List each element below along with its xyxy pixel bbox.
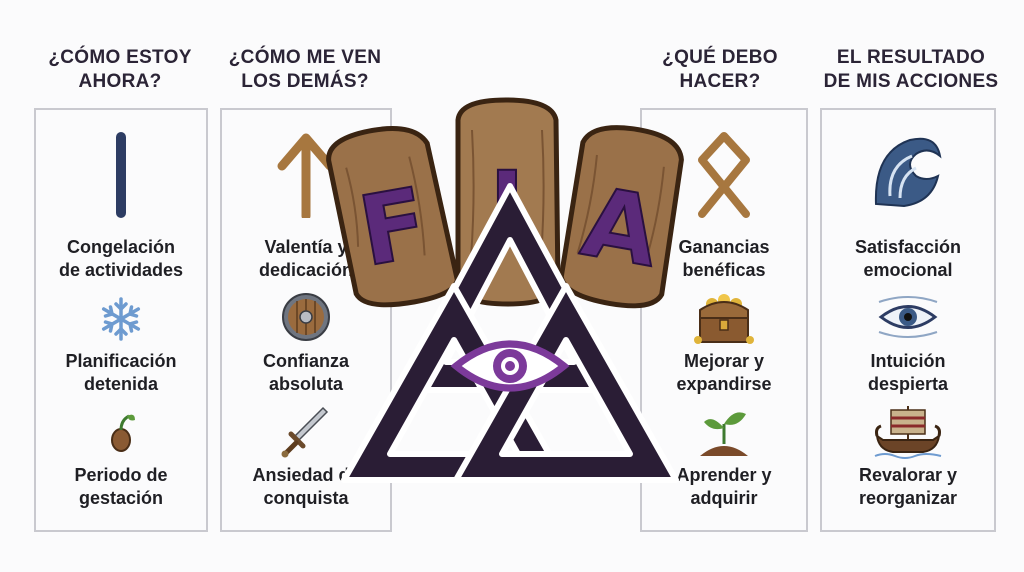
label-line1: Confianza [262, 351, 349, 371]
item-label: Aprender y adquirir [642, 464, 806, 510]
column-2-title-line2: LOS DEMÁS? [241, 71, 369, 92]
item-label: Periodo de gestación [36, 464, 206, 510]
label-line2: absoluta [268, 374, 343, 394]
label-line1: Satisfacción [854, 237, 962, 257]
label-line2: emocional [863, 260, 953, 280]
column-4-box: Satisfacción emocional Intuición despier… [820, 108, 996, 532]
shield-icon [281, 292, 331, 342]
treasure-chest-icon [692, 290, 756, 346]
column-3-title-line2: HACER? [679, 71, 761, 92]
item-label: Ganancias benéficas [642, 236, 806, 282]
item-label: Valentía y dedicación [222, 236, 390, 282]
label-line1: Mejorar y [683, 351, 765, 371]
othala-rune-icon [692, 130, 756, 220]
label-line2: detenida [83, 374, 158, 394]
item-label: Intuición despierta [822, 350, 994, 396]
label-line1: Ganancias [678, 237, 770, 257]
isa-rune-icon [111, 130, 131, 220]
label-line1: Congelación [66, 237, 175, 257]
wave-icon [870, 132, 946, 212]
eye-icon [875, 296, 941, 338]
column-3-title: ¿QUÉ DEBO HACER? [635, 46, 805, 106]
label-line1: Valentía y [264, 237, 348, 257]
item-label: Confianza absoluta [222, 350, 390, 396]
item-label: Planificación detenida [36, 350, 206, 396]
sprout-icon [694, 404, 754, 460]
column-4-title-line1: EL RESULTADO [836, 47, 986, 68]
item-label: Congelación de actividades [36, 236, 206, 282]
column-3-title-line1: ¿QUÉ DEBO [662, 47, 778, 68]
tiwaz-rune-icon [276, 132, 336, 218]
item-label: Revalorar y reorganizar [822, 464, 994, 510]
label-line1: Intuición [870, 351, 946, 371]
snowflake-icon [98, 296, 144, 342]
rune-stone-left: F [326, 126, 460, 308]
column-1-title-line1: ¿CÓMO ESTOY [48, 47, 192, 68]
label-line2: de actividades [58, 260, 184, 280]
label-line2: expandirse [676, 374, 772, 394]
label-line2: dedicación [258, 260, 354, 280]
rune-glyph-left: F [351, 167, 435, 289]
label-line1: Ansiedad de [252, 465, 360, 485]
label-line1: Revalorar y [858, 465, 958, 485]
rune-stone-right: A [558, 125, 684, 309]
item-label: Ansiedad de conquista [222, 464, 390, 510]
sword-icon [279, 406, 333, 460]
label-line2: adquirir [690, 488, 758, 508]
viking-ship-icon [873, 402, 943, 460]
label-line2: benéficas [682, 260, 766, 280]
center-eye-icon [450, 340, 570, 392]
column-1-box: Congelación de actividades Planificación… [34, 108, 208, 532]
label-line1: Periodo de [74, 465, 168, 485]
column-4-title: EL RESULTADO DE MIS ACCIONES [808, 46, 1014, 106]
center-illustration: F I A [320, 90, 700, 490]
column-1-title-line2: AHORA? [78, 71, 162, 92]
column-2-title-line1: ¿CÓMO ME VEN [228, 47, 382, 68]
label-line1: Planificación [65, 351, 177, 371]
label-line2: gestación [78, 488, 164, 508]
item-label: Satisfacción emocional [822, 236, 994, 282]
column-2-title: ¿CÓMO ME VEN LOS DEMÁS? [210, 46, 400, 106]
label-line2: conquista [263, 488, 349, 508]
label-line1: Aprender y [676, 465, 772, 485]
column-1-title: ¿CÓMO ESTOY AHORA? [30, 46, 210, 106]
column-4-title-line2: DE MIS ACCIONES [823, 71, 999, 92]
seed-icon [101, 410, 141, 454]
label-line2: reorganizar [858, 488, 958, 508]
label-line2: despierta [867, 374, 949, 394]
item-label: Mejorar y expandirse [642, 350, 806, 396]
